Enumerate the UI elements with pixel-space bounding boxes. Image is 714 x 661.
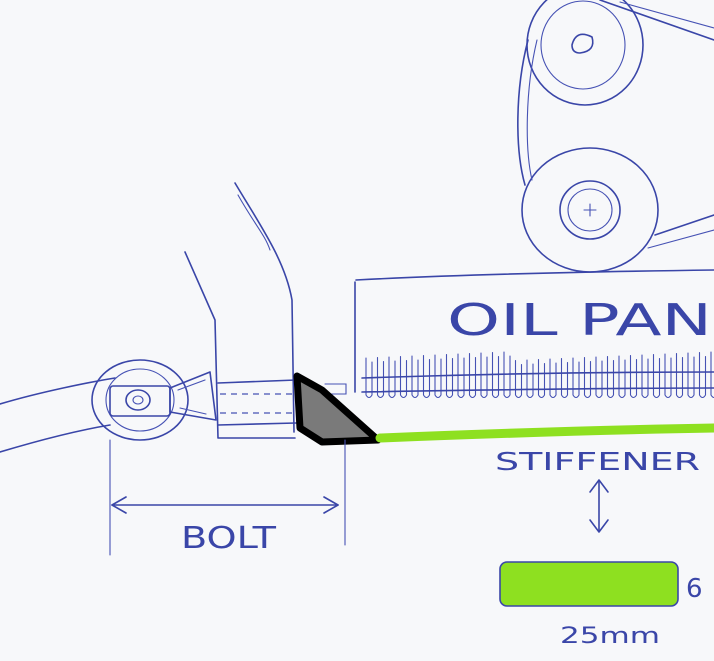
oil-pan-fin — [491, 351, 500, 399]
oil-pan-fin — [411, 355, 419, 399]
arm-upper-edge — [0, 377, 116, 405]
belt-left-run — [517, 39, 529, 186]
crosshead-icon — [583, 203, 597, 217]
oil-pan-outline — [354, 269, 714, 393]
oil-pan-label: OIL PAN — [447, 295, 712, 346]
oil-pan-fin — [698, 351, 707, 399]
oil-pan-fin — [595, 356, 603, 399]
washer-icon — [125, 389, 151, 411]
thickness-label: 6 — [686, 574, 703, 604]
oil-pan-fins — [365, 351, 714, 399]
bolt-dim-left-arrowhead — [111, 496, 127, 514]
oil-pan-fin — [480, 352, 488, 399]
bolt-dim-right-arrowhead — [323, 496, 339, 514]
oil-pan-fin — [376, 356, 385, 399]
bolt-head-cone — [169, 371, 217, 421]
oil-pan-fin — [457, 353, 465, 399]
belt-right-run — [654, 214, 714, 236]
upper-pulley-hub — [571, 33, 594, 54]
belt-top-run — [599, 0, 714, 41]
stiffener-cross-section — [499, 561, 679, 607]
oil-pan-fin — [560, 357, 569, 399]
belt-top-run-inner — [619, 1, 714, 29]
pan-flange-tab — [324, 383, 347, 395]
oil-pan-fin — [641, 354, 649, 399]
bushing-circle — [91, 359, 189, 441]
oil-pan-fin — [365, 357, 373, 399]
bolt-shaft-edges — [217, 379, 297, 426]
wedge-spacer — [293, 372, 382, 446]
bolt-head-shading — [177, 379, 207, 415]
oil-pan-fin — [675, 352, 684, 399]
oil-pan-fin — [549, 358, 557, 399]
oil-pan-fin — [514, 359, 523, 399]
oil-pan-fin — [526, 359, 534, 399]
upper-pulley-inner — [540, 0, 626, 90]
double-arrow-up-head — [589, 479, 609, 493]
belt-right-run-inner — [647, 229, 714, 249]
lower-pulley-bolt-head — [559, 180, 621, 240]
oil-pan-fin — [710, 351, 714, 399]
bracket-hint-line — [237, 194, 271, 251]
oil-pan-fin — [422, 354, 431, 399]
oil-pan-fin — [629, 354, 638, 399]
oil-pan-fin — [468, 352, 477, 399]
bolt-thread-dashes — [220, 393, 295, 414]
lower-pulley-bolt-ring — [567, 188, 613, 232]
oil-pan-fin — [445, 353, 454, 399]
stiffener-label: STIFFENER — [495, 447, 700, 476]
stiffener-strip — [375, 423, 714, 443]
oil-pan-fin — [664, 353, 672, 399]
oil-pan: OIL PAN — [324, 269, 714, 399]
double-arrow-down-head — [589, 519, 609, 533]
bracket-left-edge — [184, 251, 296, 439]
bolt-dimension — [109, 439, 346, 556]
pulley-assembly — [517, 0, 714, 273]
oil-pan-fin — [652, 353, 661, 399]
oil-pan-fin — [434, 354, 442, 399]
oil-pan-fin — [503, 351, 511, 399]
oil-pan-fin — [618, 355, 626, 399]
oil-pan-fin — [606, 355, 615, 399]
oil-pan-fin — [687, 352, 695, 399]
bushing-inner — [105, 368, 175, 432]
fin-line-upper — [361, 371, 714, 379]
mount-bracket — [184, 182, 297, 439]
width-label: 25mm — [560, 624, 660, 649]
oil-pan-fin — [537, 358, 546, 399]
arm-and-nut — [0, 359, 217, 453]
bolt-label: BOLT — [181, 521, 277, 556]
arm-lower-edge — [0, 424, 111, 453]
bolt-end-icon — [132, 395, 144, 405]
double-arrow-icon — [589, 479, 609, 533]
bracket-right-edge — [234, 182, 295, 433]
belt-left-run-inner — [526, 39, 538, 181]
oil-pan-fin — [583, 356, 592, 399]
oil-pan-fin — [399, 355, 408, 399]
fin-line-lower — [361, 387, 714, 393]
oil-pan-fin — [572, 357, 580, 399]
oil-pan-fin — [388, 356, 396, 399]
